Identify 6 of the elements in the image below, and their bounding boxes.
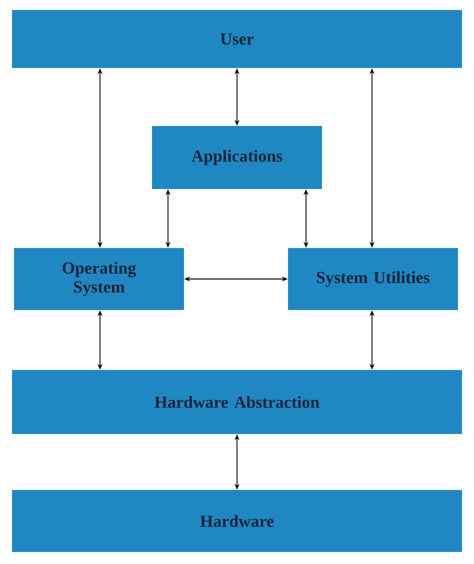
component-box: Applications xyxy=(152,126,322,189)
layer-box: Hardware xyxy=(12,490,462,552)
layer-box: Hardware Abstraction xyxy=(12,370,462,434)
component-box: System Utilities xyxy=(288,248,458,310)
component-box: Operating System xyxy=(14,248,184,310)
layer-box: User xyxy=(12,10,462,68)
